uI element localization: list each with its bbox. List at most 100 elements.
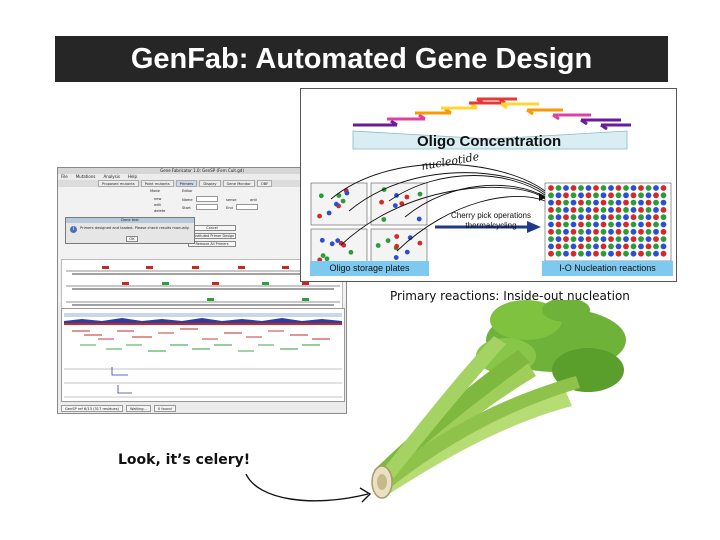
nucleation-well-dot [608,214,614,221]
nucleation-well-dot [608,207,614,213]
nucleation-well-dot [563,199,569,206]
dialog-ok-button[interactable]: OK [126,236,138,242]
app-tabs: Proposed mutants Point mutants Primers D… [58,180,346,187]
nucleation-well-dot [563,250,569,257]
storage-plates-label: Oligo storage plates [310,261,429,276]
app-status-bar: GenSP ref 6/13 (317 residues) Waiting...… [61,405,176,412]
celery-caption: Look, it’s celery! [118,452,251,468]
strand-sense-radio[interactable]: sense [226,198,237,202]
menu-mutations[interactable]: Mutations [75,174,96,179]
celery-base-core [377,474,387,490]
nucleation-well-dot [548,192,554,199]
gene-fabricator-screenshot: Gene Fabricator 1.0: GenSP (Fern Cuit.gd… [57,167,347,414]
nucleation-well-dot [593,192,599,199]
nucleation-well-dot [615,207,622,213]
menu-analysis[interactable]: Analysis [103,174,120,179]
plate-well-dot [317,213,322,219]
nucleation-well-dot [630,243,637,250]
nucleation-well-dot [638,214,644,221]
plate-well-dot [335,238,341,244]
cherry-pick-arrow [435,221,541,233]
mode-label: Mode [150,189,160,193]
tab-point-mutants[interactable]: Point mutants [140,180,174,187]
nucleation-well-dot [660,185,667,191]
nucleation-well-dot [615,250,622,257]
nucleation-well-dot [638,221,644,228]
nucleation-well-dot [585,214,592,221]
nucleation-well-dot [623,199,629,206]
nucleation-well-dot [623,221,629,228]
plate-wells [317,187,423,263]
nucleation-well-dot [578,228,584,235]
plate-well-dot [392,203,398,208]
plate-well-dot [319,237,325,243]
nucleation-well-dot [555,236,562,243]
mode-edit-radio[interactable]: edit [154,203,161,207]
nucleation-well-dot [548,243,554,250]
nucleation-well-dot [570,236,577,243]
tab-obf[interactable]: OBF [256,180,273,187]
nucleation-well-dot [638,199,644,206]
nucleation-well-dot [630,214,637,221]
menu-help[interactable]: Help [127,174,138,179]
nucleation-well-dot [660,228,667,235]
tab-primers[interactable]: Primers [175,180,198,187]
nucleation-well-dot [615,228,622,235]
primer-map-view[interactable] [61,308,345,402]
nucleation-well-dot [615,243,622,250]
nucleation-well-dot [608,243,614,250]
slide-title: GenFab: Automated Gene Design [55,36,668,82]
celery-image [371,300,626,499]
plate-well-dot [399,201,405,206]
nucleation-well-dot [630,199,637,206]
name-field[interactable] [196,196,218,202]
nucleation-well-dot [548,199,554,206]
plate-well-dot [385,238,391,244]
end-field[interactable] [236,204,258,210]
nucleation-well-dot [570,214,577,221]
nucleation-well-dot [630,228,637,235]
menu-file[interactable]: File [61,174,68,179]
nucleation-well-dot [623,250,629,257]
mode-delete-radio[interactable]: delete [154,209,166,213]
nucleation-well-dot [600,236,607,243]
nucleation-well-dot [548,221,554,228]
nucleation-well-dot [548,214,554,221]
nucleation-well-dot [600,250,607,257]
nucleation-well-dot [563,214,569,221]
tab-gene-monitor[interactable]: Gene Monitor [222,180,255,187]
nucleation-well-dot [563,192,569,199]
strand-anti-radio[interactable]: anti [250,198,257,202]
nucleation-well-dot [578,236,584,243]
nucleation-well-dot [638,250,644,257]
nucleation-well-dot [623,236,629,243]
nucleation-well-dot [555,214,562,221]
tab-display[interactable]: Display [199,180,221,187]
nucleation-well-dot [548,207,554,213]
nucleation-well-dot [555,221,562,228]
start-label: Start [182,206,191,210]
status-found: 0 found [153,405,176,412]
nucleation-well-dot [570,192,577,199]
nucleation-well-dot [585,185,592,191]
sequence-track-graphic [66,266,340,306]
start-field[interactable] [196,204,218,210]
nucleation-well-dot [653,243,659,250]
nucleation-well-dot [563,243,569,250]
nucleation-well-dot [585,236,592,243]
app-menu-bar: File Mutations Analysis Help [58,174,346,180]
nucleation-well-dot [555,243,562,250]
nucleation-well-dot [563,228,569,235]
dialog-message: Primers designed and loaded. Please chec… [80,226,190,230]
nucleation-well-dot [600,185,607,191]
nucleation-well-dot [615,199,622,206]
nucleation-well-dot [660,250,667,257]
tab-proposed-mutants[interactable]: Proposed mutants [98,180,139,187]
nucleation-well-dot [600,199,607,206]
plate-well-dot [393,255,399,260]
remove-all-primers-button[interactable]: Remove All Primers [188,241,236,247]
nucleation-well-dot [623,228,629,235]
plate-well-dot [329,241,335,247]
nucleation-well-dot [645,185,652,191]
mode-new-radio[interactable]: new [154,197,162,201]
